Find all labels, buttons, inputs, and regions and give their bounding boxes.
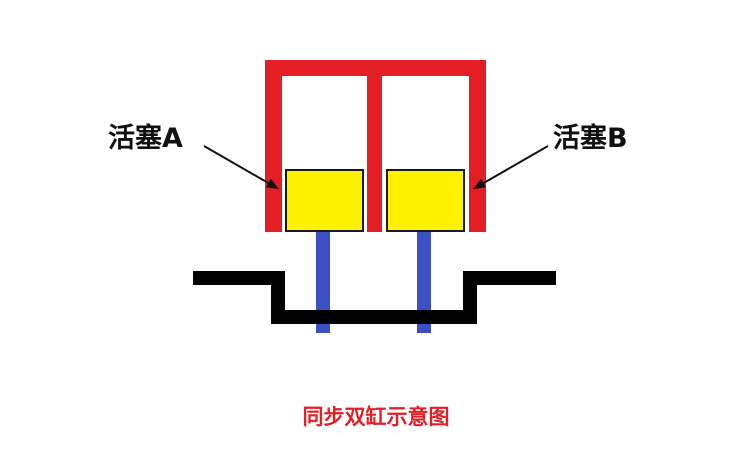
- cylinder-right-wall: [469, 60, 486, 232]
- piston-b-label: 活塞B: [553, 122, 628, 154]
- cylinder-left-wall: [265, 60, 282, 232]
- cylinder-divider-wall: [367, 60, 382, 232]
- piston-rod-a-lower: [316, 324, 330, 333]
- piston-b: [386, 169, 465, 232]
- arrow-to-piston-a: [203, 145, 279, 189]
- piston-a-label: 活塞A: [108, 122, 183, 154]
- arrow-to-piston-b: [473, 145, 549, 189]
- piston-rod-b: [417, 229, 431, 331]
- base-plate: [193, 271, 556, 324]
- diagram-caption: 同步双缸示意图: [303, 405, 450, 429]
- piston-rod-b-lower: [417, 324, 431, 333]
- piston-rod-a: [316, 229, 330, 331]
- piston-a: [285, 169, 364, 232]
